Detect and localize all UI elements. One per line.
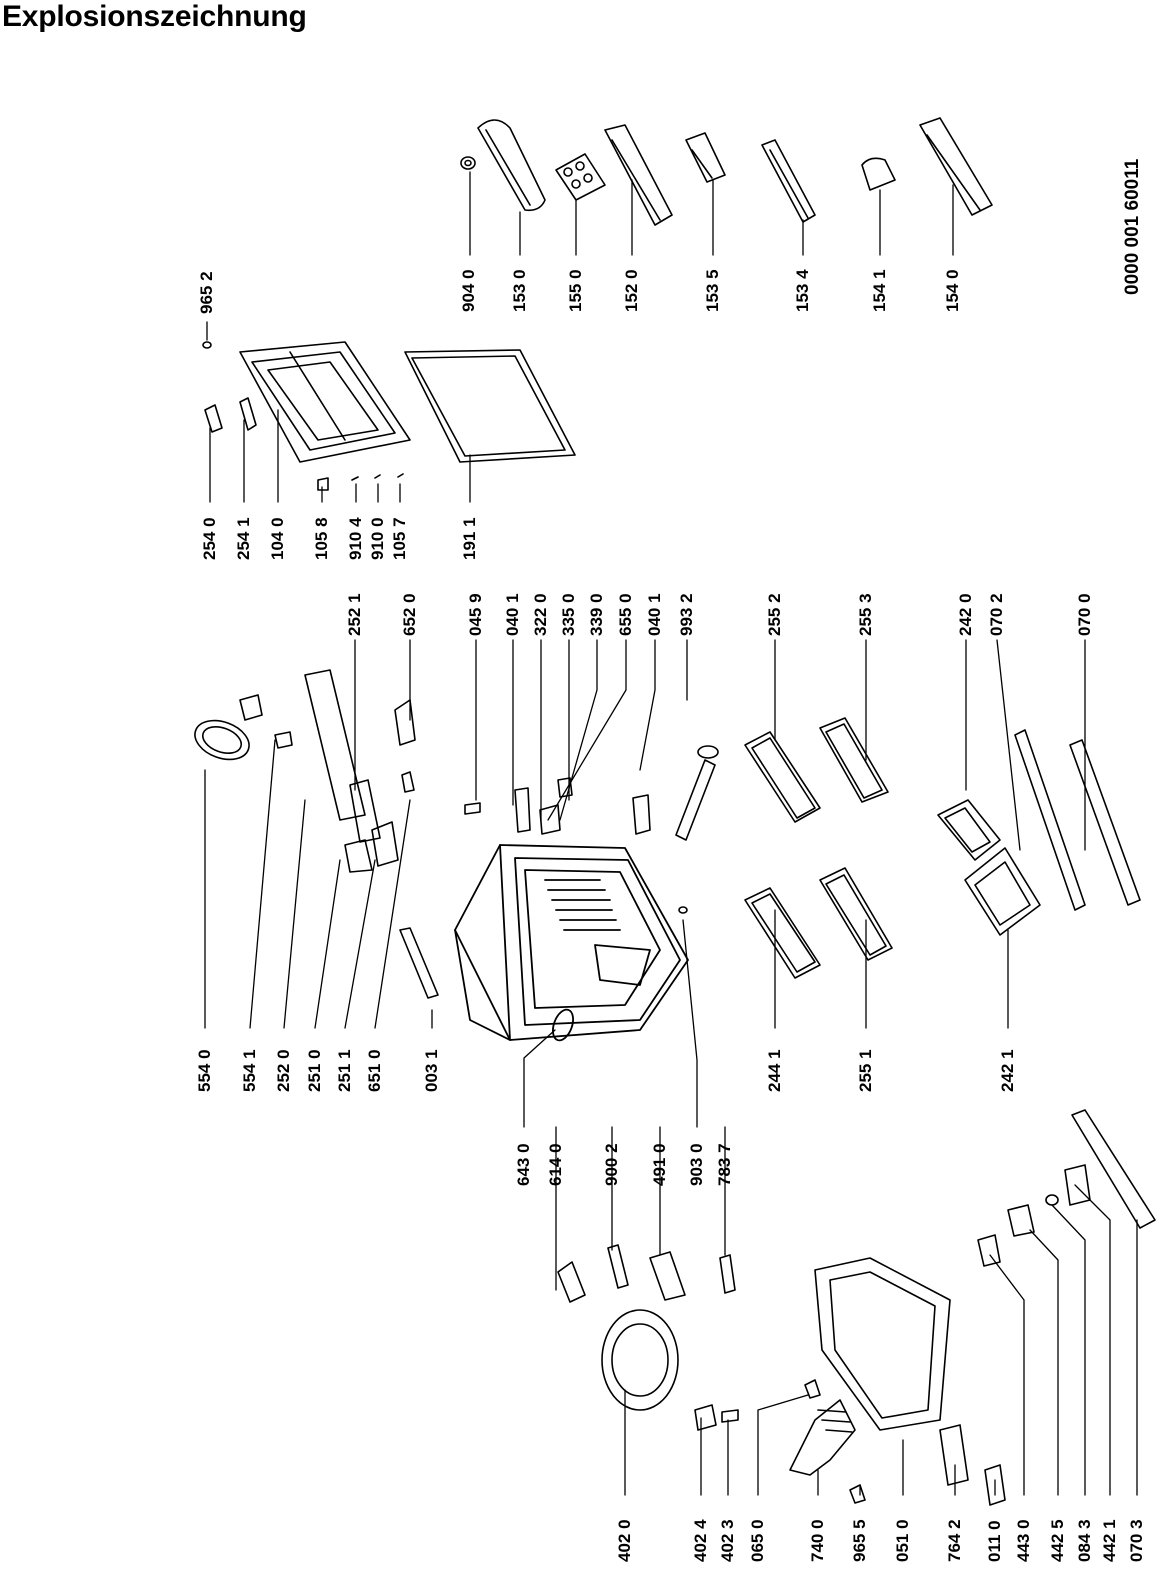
part-number: 442 5 <box>1048 1519 1067 1562</box>
part-number: 003 1 <box>422 1049 441 1092</box>
part-number: 339 0 <box>587 593 606 636</box>
part-number: 442 1 <box>1100 1519 1119 1562</box>
part-number: 153 0 <box>510 269 529 312</box>
part-number: 910 4 <box>346 517 365 560</box>
part-number: 491 0 <box>650 1143 669 1186</box>
part-number: 993 2 <box>677 593 696 636</box>
cabinet-body <box>454 844 689 1042</box>
part-number: 643 0 <box>514 1143 533 1186</box>
part-number: 335 0 <box>559 593 578 636</box>
crisper-parts <box>937 729 1141 936</box>
wire-shelves <box>744 717 893 979</box>
part-number: 402 3 <box>718 1519 737 1562</box>
part-number: 910 0 <box>368 517 387 560</box>
part-number: 242 0 <box>956 593 975 636</box>
part-number: 740 0 <box>808 1519 827 1562</box>
part-number: 191 1 <box>460 517 479 560</box>
hinge-parts <box>464 745 719 914</box>
leader-lines <box>204 171 1138 1496</box>
part-number: 154 0 <box>943 269 962 312</box>
part-number: 153 5 <box>703 269 722 312</box>
part-number: 105 7 <box>390 517 409 560</box>
part-number: 255 2 <box>765 593 784 636</box>
part-number: 154 1 <box>870 269 889 312</box>
part-number: 904 0 <box>459 269 478 312</box>
part-number: 764 2 <box>945 1519 964 1562</box>
part-number: 105 8 <box>312 517 331 560</box>
part-number: 402 0 <box>615 1519 634 1562</box>
part-number: 252 0 <box>274 1049 293 1092</box>
part-number: 965 2 <box>197 271 216 314</box>
part-number: 554 0 <box>195 1049 214 1092</box>
part-number: 152 0 <box>622 269 641 312</box>
part-number: 402 4 <box>691 1519 710 1562</box>
part-number: 252 1 <box>345 593 364 636</box>
part-number: 011 0 <box>985 1520 1004 1562</box>
part-number: 614 0 <box>546 1143 565 1186</box>
part-number: 255 1 <box>856 1049 875 1092</box>
part-number: 251 0 <box>305 1049 324 1092</box>
page-title: Explosionszeichnung <box>2 0 307 33</box>
part-number: 070 3 <box>1127 1519 1146 1562</box>
part-number: 900 2 <box>602 1143 621 1186</box>
part-number: 783 7 <box>715 1143 734 1186</box>
door-bin-parts <box>202 117 993 349</box>
part-number: 251 1 <box>335 1049 354 1092</box>
part-number: 443 0 <box>1014 1519 1033 1562</box>
part-number: 104 0 <box>268 517 287 560</box>
part-number: 065 0 <box>748 1519 767 1562</box>
part-number: 651 0 <box>365 1049 384 1092</box>
part-number: 244 1 <box>765 1049 784 1092</box>
machine-compartment <box>557 1109 1156 1506</box>
part-number: 153 4 <box>793 269 812 312</box>
part-number: 084 3 <box>1075 1519 1094 1562</box>
part-number: 322 0 <box>531 593 550 636</box>
part-number: 155 0 <box>566 269 585 312</box>
part-number: 965 5 <box>850 1519 869 1562</box>
part-number: 254 1 <box>234 517 253 560</box>
part-number: 040 1 <box>645 593 664 636</box>
control-parts <box>194 669 439 999</box>
part-number: 655 0 <box>616 593 635 636</box>
part-number: 045 9 <box>466 593 485 636</box>
part-number: 070 2 <box>987 593 1006 636</box>
part-number: 255 3 <box>856 593 875 636</box>
part-number: 242 1 <box>998 1049 1017 1092</box>
part-number: 040 1 <box>503 593 522 636</box>
part-number: 652 0 <box>400 593 419 636</box>
door-assembly <box>204 341 576 491</box>
part-number: 070 0 <box>1075 593 1094 636</box>
document-number: 0000 001 60011 <box>1122 158 1143 295</box>
part-number: 903 0 <box>687 1143 706 1186</box>
part-number: 254 0 <box>200 517 219 560</box>
part-number: 554 1 <box>240 1049 259 1092</box>
part-number: 051 0 <box>893 1519 912 1562</box>
